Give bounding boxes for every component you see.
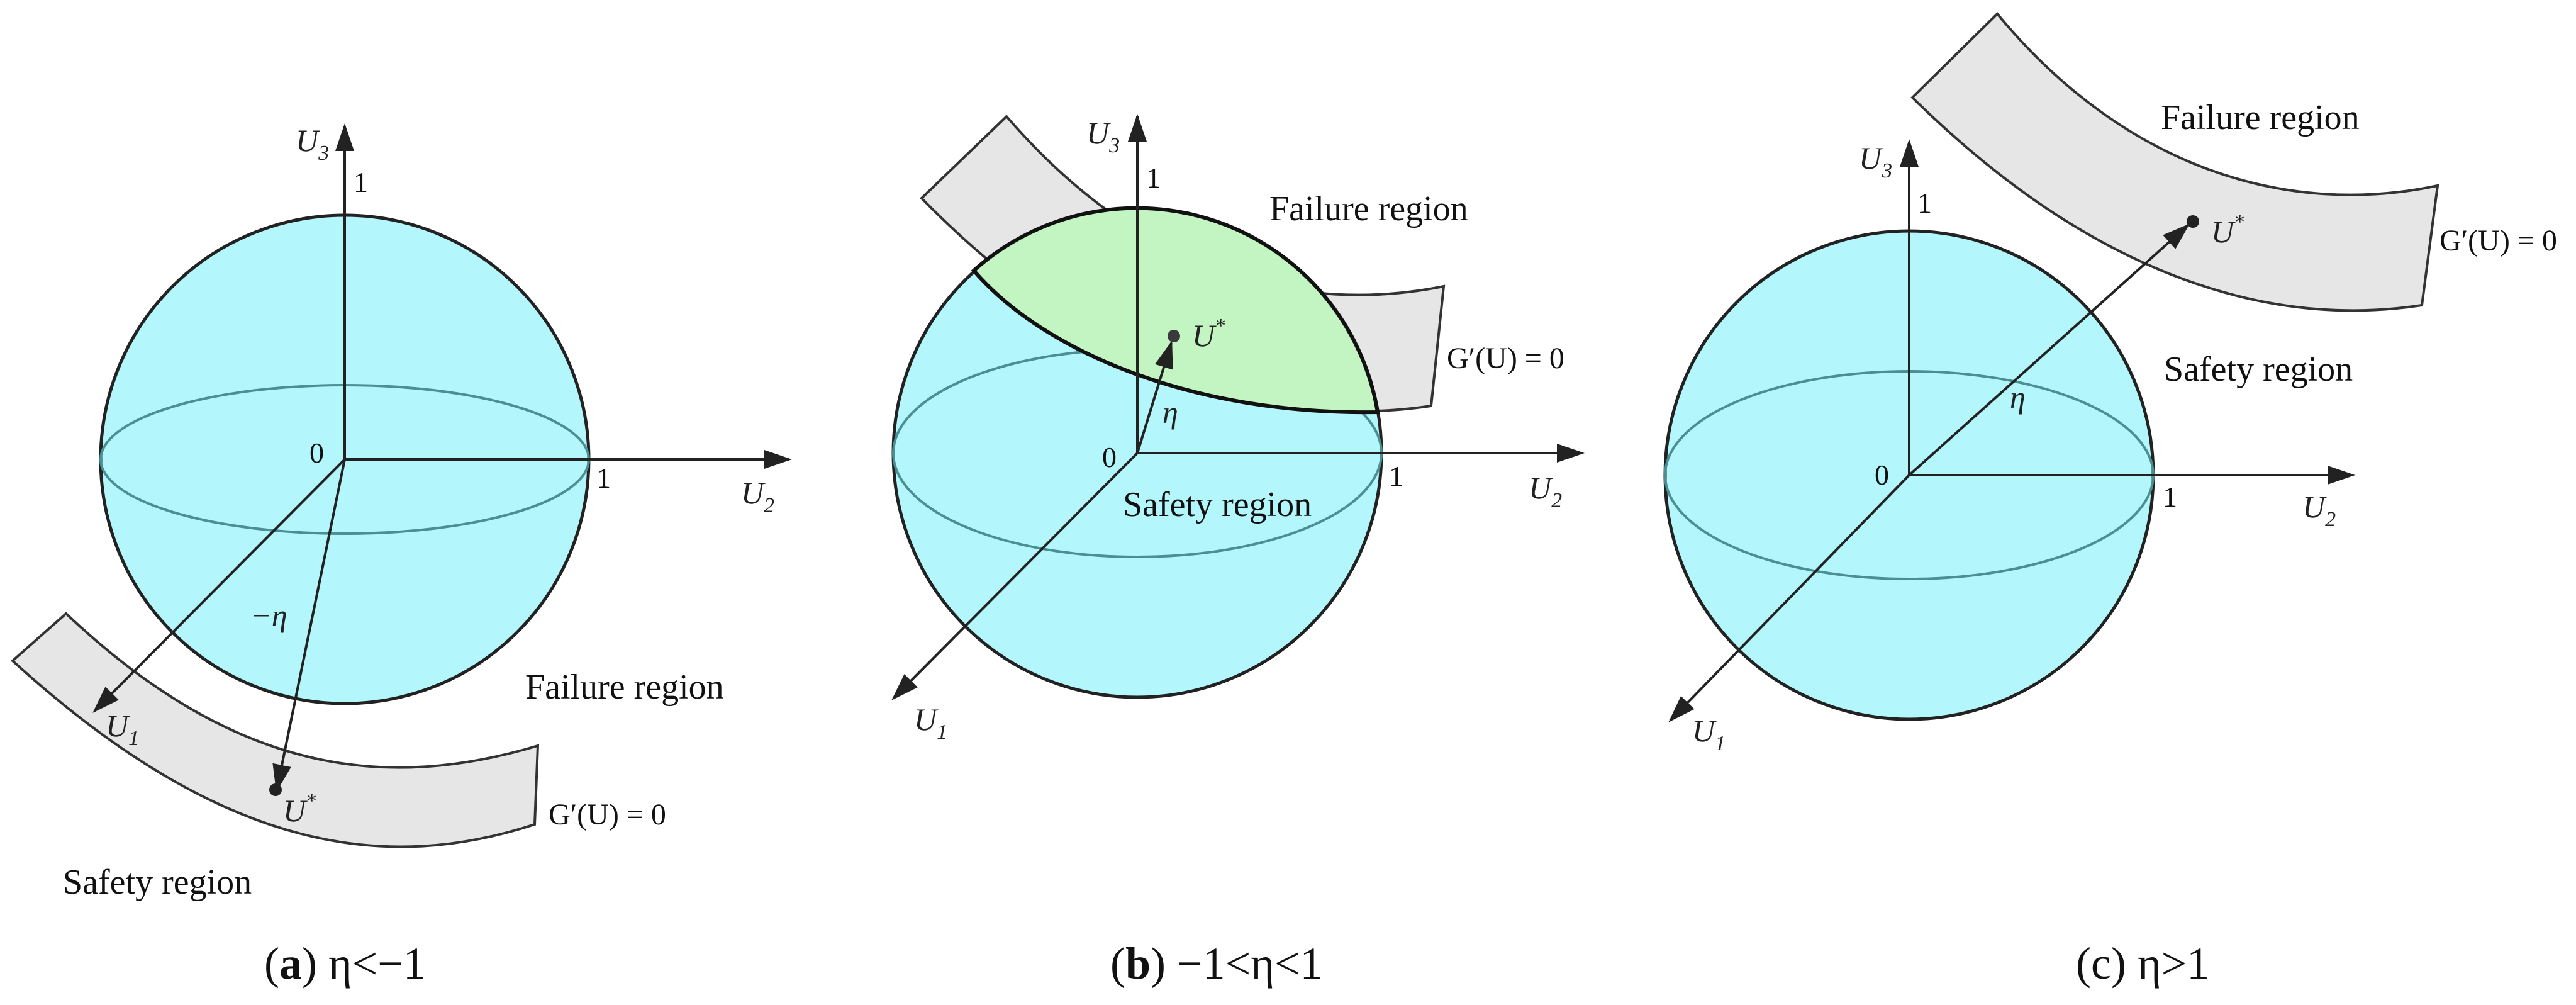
eta-vector-a: [272, 459, 346, 792]
tick-u3-b: 1: [1146, 162, 1161, 194]
axis-u2-label-c: U2: [2302, 489, 2336, 531]
axis-u1-b: [891, 452, 1139, 700]
tick-u3-c: 1: [1917, 187, 1932, 219]
eta-vector-c: [1908, 223, 2190, 476]
tick-u2-a: 1: [596, 462, 611, 494]
origin-c: 0: [1875, 459, 1889, 491]
failure-label-a: Failure region: [525, 668, 724, 707]
axis-u1-label-b: U1: [914, 702, 947, 744]
safety-label-a: Safety region: [63, 863, 252, 902]
safety-label-b: Safety region: [1123, 485, 1312, 524]
axis-u3-label-b: U3: [1086, 115, 1120, 157]
caption-a: (a) η<−1: [264, 938, 426, 989]
caption-b: (b) −1<η<1: [1110, 938, 1322, 989]
axis-u3-label-a: U3: [296, 123, 329, 165]
panel-b: U3 1 0 1 U2 U1 η U* G′(U) = 0 Failure re…: [891, 114, 1585, 989]
caption-c: (c) η>1: [2076, 938, 2209, 989]
axis-u3-label-c: U3: [1859, 140, 1892, 182]
eta-vector-b: [1136, 340, 1173, 454]
tick-u2-c: 1: [2163, 481, 2177, 513]
eta-label-b: η: [1163, 395, 1178, 430]
design-point-a: [269, 783, 282, 796]
design-point-c: [2187, 215, 2199, 228]
origin-b: 0: [1102, 441, 1117, 473]
axis-u1-label-c: U1: [1692, 713, 1726, 755]
tick-u2-b: 1: [1389, 460, 1403, 492]
limit-state-label-b: G′(U) = 0: [1447, 342, 1564, 375]
design-point-label-b: U*: [1192, 314, 1225, 353]
limit-state-band-c: [1910, 12, 2439, 312]
tick-u3-a: 1: [354, 166, 368, 198]
limit-state-label-c: G′(U) = 0: [2439, 224, 2557, 257]
limit-state-label-a: G′(U) = 0: [549, 798, 666, 831]
failure-label-c: Failure region: [2161, 98, 2360, 137]
panel-a: U3 1 0 1 U2 U1 −η U* G′(U) = 0 Failure r…: [11, 123, 792, 989]
origin-a: 0: [309, 437, 324, 469]
axis-u1-c: [1668, 474, 1910, 722]
failure-cap-b: [971, 206, 1380, 415]
design-point-label-c: U*: [2211, 210, 2244, 249]
eta-label-c: η: [2010, 379, 2026, 415]
design-point-b: [1168, 330, 1180, 342]
failure-label-b: Failure region: [1269, 189, 1468, 228]
limit-state-band-a: [11, 612, 540, 848]
safety-label-c: Safety region: [2164, 350, 2353, 389]
eta-label-a: −η: [250, 598, 287, 633]
axis-u1-label-a: U1: [106, 708, 139, 750]
panel-c: U3 1 0 1 U2 U1 η U* G′(U) = 0 Failure re…: [1663, 12, 2557, 989]
axis-u2-label-b: U2: [1529, 470, 1562, 512]
axis-u2-label-a: U2: [741, 475, 774, 517]
design-point-label-a: U*: [283, 789, 316, 828]
axis-u1-a: [92, 458, 346, 713]
